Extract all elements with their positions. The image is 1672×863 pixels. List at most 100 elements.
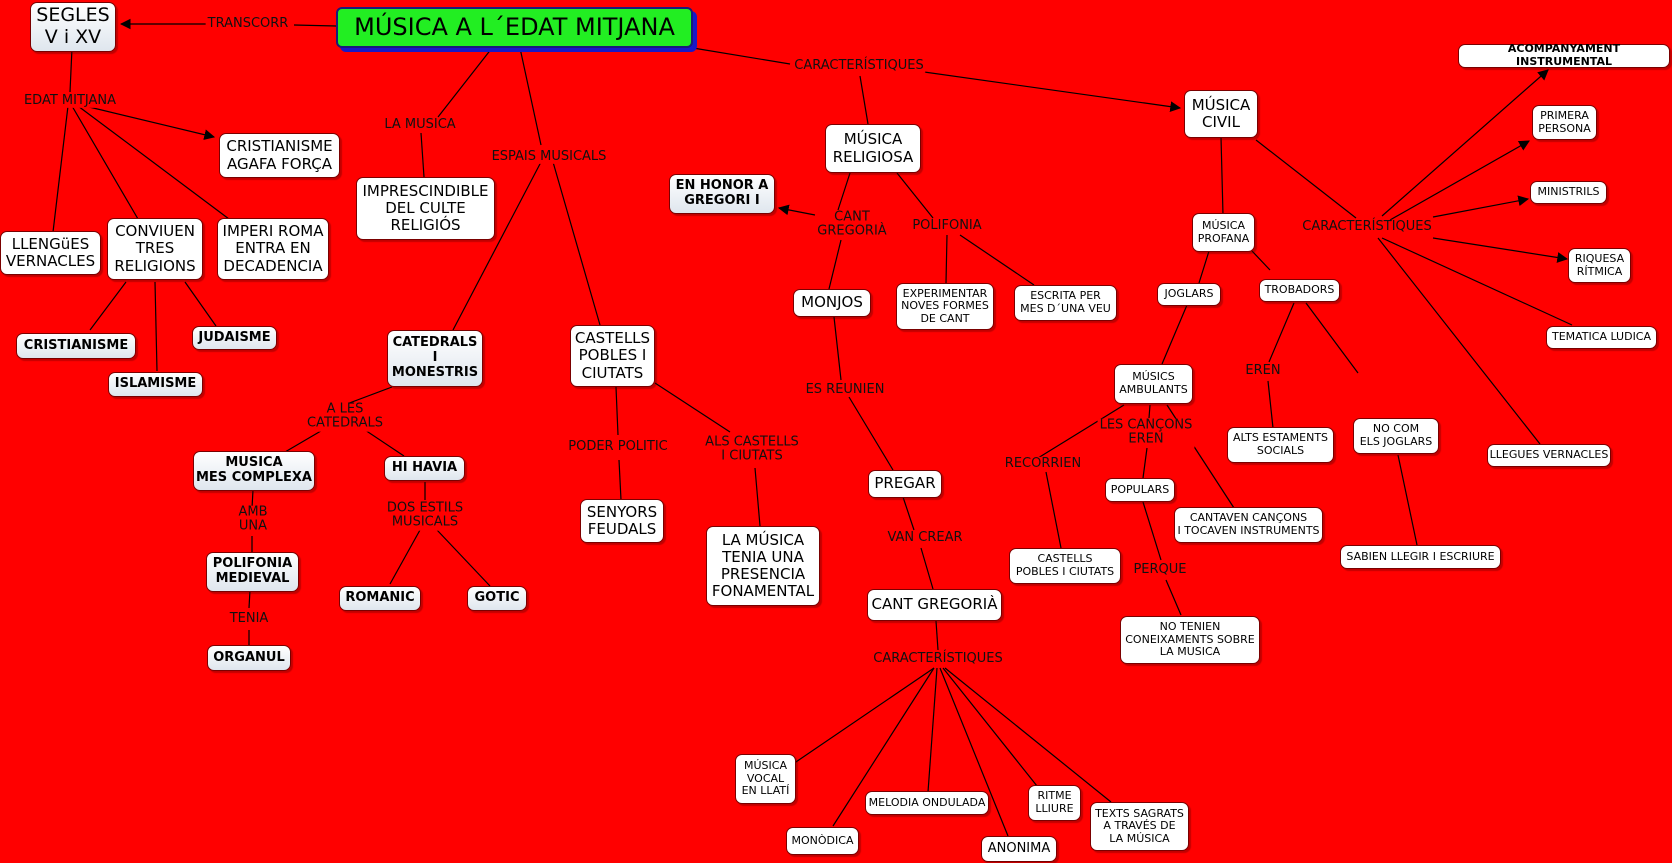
connector-line <box>1377 237 1541 445</box>
link-label-caracteristiques-top: CARACTERÍSTIQUES <box>792 57 926 74</box>
node-no-com-joglars: NO COM ELS JOGLARS <box>1353 418 1439 454</box>
connector-line <box>1397 454 1418 546</box>
node-melodia-ondulada: MELODIA ONDULADA <box>865 791 989 815</box>
node-llengues-vernacles: LLENGüES VERNACLES <box>0 231 101 275</box>
node-honor-gregori: EN HONOR A GREGORI I <box>669 174 775 214</box>
connector-line <box>942 667 1038 787</box>
connector-line <box>1161 304 1188 365</box>
link-label-als-castells: ALS CASTELLS I CIUTATS <box>703 434 801 465</box>
connector-line <box>552 161 601 326</box>
connector-line <box>789 667 935 767</box>
node-senyors-feudals: SENYORS FEUDALS <box>580 499 664 543</box>
node-no-tenien: NO TENIEN CONEIXAMENTS SOBRE LA MUSICA <box>1120 616 1260 664</box>
connector-line <box>1198 250 1210 284</box>
connector-line <box>848 396 894 471</box>
connector-line <box>944 667 1112 803</box>
link-label-tenia: TENIA <box>227 610 271 627</box>
node-cristianisme-agafa-forca: CRISTIANISME AGAFA FORÇA <box>219 133 340 178</box>
connector-line <box>52 105 69 233</box>
connector-line <box>1220 136 1224 216</box>
link-label-caracteristiques-civil: CARACTERÍSTIQUES <box>1300 218 1434 235</box>
link-label-van-crear: VAN CREAR <box>885 529 965 546</box>
node-catedrals: CATEDRALS I MONESTRIS <box>387 330 483 387</box>
node-gotic: GOTIC <box>467 586 527 611</box>
link-label-edat-mitjana: EDAT MITJANA <box>21 92 119 109</box>
connector-line <box>77 105 230 220</box>
link-label-a-les-catedrals: A LES CATEDRALS <box>304 401 386 432</box>
node-segles: SEGLES V i XV <box>30 2 116 52</box>
connector-line <box>692 47 791 65</box>
node-monodica: MONÒDICA <box>786 827 859 855</box>
connector-line <box>859 75 869 125</box>
connector-line <box>896 172 934 219</box>
node-musics-ambulants: MÚSICS AMBULANTS <box>1114 364 1193 404</box>
connector-line <box>618 459 622 501</box>
node-judaisme: JUDAISME <box>192 326 277 350</box>
node-castells-pobles: CASTELLS POBLES I CIUTATS <box>570 325 655 387</box>
connector-line <box>1045 471 1062 549</box>
connector-line <box>927 667 938 793</box>
connector-line <box>1432 195 1530 218</box>
connector-line <box>1381 237 1573 326</box>
connector-line <box>920 547 934 590</box>
node-islamisme: ISLAMISME <box>108 372 203 397</box>
connector-line <box>935 620 939 651</box>
node-primera-persona: PRIMERA PERSONA <box>1532 105 1597 140</box>
connector-line <box>420 132 425 178</box>
connector-line <box>154 281 158 372</box>
connector-line <box>69 47 73 93</box>
node-imprescindible: IMPRESCINDIBLE DEL CULTE RELIGIÓS <box>356 177 495 240</box>
connector-line <box>1165 579 1182 616</box>
node-anonima: ANONIMA <box>981 836 1057 862</box>
node-cristianisme: CRISTIANISME <box>16 333 136 359</box>
connector-line <box>1255 139 1357 219</box>
node-cantaven: CANTAVEN CANÇONS I TOCAVEN INSTRUMENTS <box>1174 507 1323 543</box>
connector-line <box>519 47 542 146</box>
connector-line <box>89 281 127 331</box>
link-label-cancons-eren: LES CANÇONS EREN <box>1097 417 1195 448</box>
connector-line <box>828 239 842 290</box>
link-label-amb-una: AMB UNA <box>236 504 270 535</box>
connector-line <box>184 281 217 327</box>
node-musica-vocal: MÚSICA VOCAL EN LLATÍ <box>735 754 796 804</box>
connector-line <box>902 496 915 531</box>
connector-line <box>615 386 619 436</box>
link-label-caracteristiques-cant: CARACTERÍSTIQUES <box>871 650 1005 667</box>
connector-line <box>248 589 251 609</box>
node-hi-havia: HI HAVIA <box>384 456 465 481</box>
connector-line <box>909 69 1182 112</box>
connector-line <box>777 204 816 216</box>
link-label-transcorr: TRANSCORR <box>205 15 291 32</box>
link-label-polifonia: POLIFONIA <box>910 217 984 234</box>
connector-line <box>343 386 393 406</box>
node-organul: ORGANUL <box>207 645 291 671</box>
connector-line <box>1305 302 1359 374</box>
link-label-cant-gregoria: CANT GREGORIÀ <box>815 209 889 240</box>
connector-line <box>1148 404 1151 419</box>
title-node: MÚSICA A L´EDAT MITJANA <box>336 7 693 48</box>
link-label-recorrien: RECORRIEN <box>1002 455 1084 472</box>
link-label-la-musica: LA MUSICA <box>382 116 458 133</box>
node-monjos: MONJOS <box>793 289 871 317</box>
connector-line <box>251 489 254 509</box>
connector-line <box>837 172 851 211</box>
node-escrita-per: ESCRITA PER MES D´UNA VEU <box>1014 285 1117 321</box>
node-musica-complexa: MUSICA MES COMPLEXA <box>193 451 315 491</box>
connector-line <box>939 667 1009 837</box>
node-musica-religiosa: MÚSICA RELIGIOSA <box>825 124 921 173</box>
connector-line <box>654 382 731 433</box>
node-imperi-roma: IMPERI ROMA ENTRA EN DECADENCIA <box>217 218 329 280</box>
node-romanic: ROMANIC <box>339 586 421 611</box>
link-label-espais-musicals: ESPAIS MUSICALS <box>489 148 609 165</box>
connector-line <box>361 427 405 457</box>
node-tematica-ludica: TEMATICA LUDICA <box>1546 326 1657 349</box>
node-conviuen-tres-religions: CONVIUEN TRES RELIGIONS <box>107 218 203 280</box>
node-musica-profana: MÚSICA PROFANA <box>1192 213 1255 252</box>
node-castells-pobles-ciutats: CASTELLS POBLES I CIUTATS <box>1009 548 1121 584</box>
link-label-eren: EREN <box>1243 362 1283 379</box>
node-trobadors: TROBADORS <box>1259 279 1340 302</box>
connector-line <box>959 234 1035 286</box>
node-experimentar: EXPERIMENTAR NOVES FORMES DE CANT <box>896 283 994 330</box>
